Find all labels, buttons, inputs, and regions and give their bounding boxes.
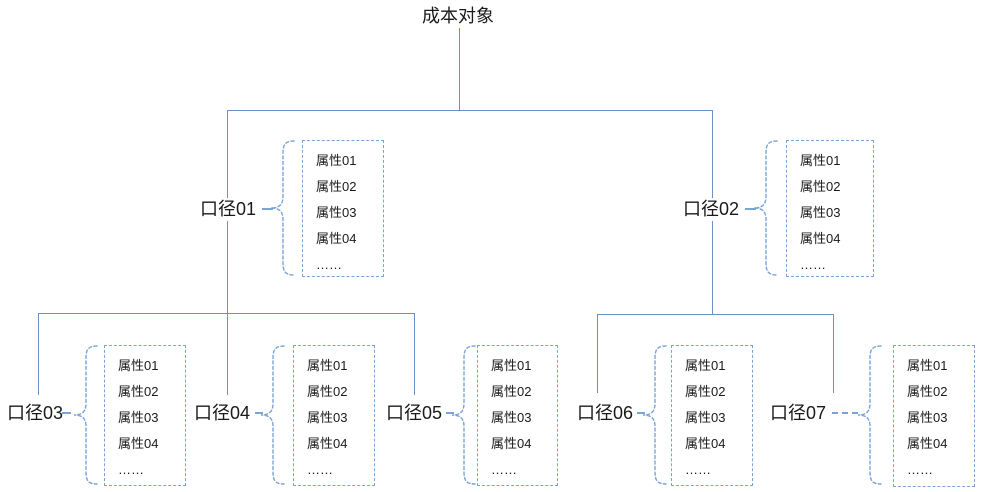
attribute-item: 属性04: [316, 231, 357, 246]
attribute-item: ……: [491, 462, 517, 477]
node-label-koujing03: 口径03: [6, 403, 64, 423]
node-label-koujing07: 口径07: [769, 403, 827, 423]
connector-koujing06-drop-line: [597, 314, 598, 393]
connector-level2-left-horizontal-line: [38, 313, 415, 314]
attribute-item: ……: [800, 257, 826, 272]
curly-brace-koujing02: [753, 140, 778, 276]
curly-brace-koujing04: [260, 345, 285, 485]
root-node-label: 成本对象: [422, 6, 494, 26]
connector-koujing03-drop-line: [38, 313, 39, 395]
connector-koujing07-drop-line: [833, 314, 834, 393]
attribute-item: 属性03: [118, 410, 159, 425]
attribute-item: 属性02: [685, 384, 726, 399]
curly-brace-koujing05: [451, 345, 476, 485]
dashed-stub-koujing04: [255, 412, 263, 414]
attribute-item: ……: [307, 462, 333, 477]
attribute-item: 属性03: [800, 205, 841, 220]
dashed-stub-koujing06: [637, 412, 645, 414]
curly-brace-koujing07: [857, 345, 882, 485]
attribute-item: 属性04: [685, 436, 726, 451]
connector-koujing01-bottom-line: [227, 221, 228, 313]
dashed-stub-koujing02: [745, 208, 756, 210]
node-label-koujing02: 口径02: [682, 199, 740, 219]
attribute-item: 属性02: [118, 384, 159, 399]
attribute-item: 属性01: [307, 358, 348, 373]
attributes-box-koujing02: 属性01 属性02 属性03 属性04 ……: [786, 140, 874, 277]
attribute-item: 属性02: [491, 384, 532, 399]
attribute-item: 属性01: [685, 358, 726, 373]
attribute-item: ……: [316, 257, 342, 272]
dashed-stub-koujing03: [62, 412, 71, 414]
connector-level2-right-horizontal-line: [597, 314, 834, 315]
attribute-item: 属性02: [800, 179, 841, 194]
attribute-item: 属性03: [907, 410, 948, 425]
node-label-koujing04: 口径04: [193, 403, 251, 423]
connector-level1-horizontal-line: [227, 110, 713, 111]
attribute-item: 属性02: [907, 384, 948, 399]
attribute-item: 属性04: [307, 436, 348, 451]
attributes-box-koujing01: 属性01 属性02 属性03 属性04 ……: [302, 140, 384, 277]
connector-koujing02-top-line: [712, 110, 713, 198]
attribute-item: 属性03: [316, 205, 357, 220]
attributes-box-koujing06: 属性01 属性02 属性03 属性04 ……: [671, 345, 753, 486]
connector-koujing04-drop-line: [227, 313, 228, 395]
attribute-item: 属性04: [800, 231, 841, 246]
attribute-item: ……: [907, 462, 933, 477]
attributes-box-koujing03: 属性01 属性02 属性03 属性04 ……: [104, 345, 186, 486]
attribute-item: ……: [118, 462, 144, 477]
curly-brace-koujing03: [73, 345, 98, 485]
node-label-koujing01: 口径01: [199, 199, 257, 219]
connector-koujing02-bottom-line: [712, 221, 713, 314]
attribute-item: 属性04: [118, 436, 159, 451]
attributes-box-koujing07: 属性01 属性02 属性03 属性04 ……: [893, 345, 975, 487]
dashed-stub-koujing05: [446, 412, 454, 414]
attribute-item: 属性04: [907, 436, 948, 451]
dashed-stub-koujing07: [832, 412, 858, 414]
attribute-item: 属性02: [307, 384, 348, 399]
attribute-item: 属性03: [307, 410, 348, 425]
attribute-item: 属性01: [491, 358, 532, 373]
attributes-box-koujing05: 属性01 属性02 属性03 属性04 ……: [477, 345, 558, 486]
attributes-box-koujing04: 属性01 属性02 属性03 属性04 ……: [293, 345, 375, 486]
attribute-item: 属性01: [316, 153, 357, 168]
node-label-koujing06: 口径06: [576, 403, 634, 423]
dashed-stub-koujing01: [262, 208, 273, 210]
attribute-item: ……: [685, 462, 711, 477]
connector-root-drop-line: [459, 28, 460, 110]
curly-brace-koujing01: [270, 140, 295, 276]
attribute-item: 属性01: [907, 358, 948, 373]
connector-koujing01-top-line: [227, 110, 228, 198]
curly-brace-koujing06: [642, 345, 667, 485]
attribute-item: 属性01: [800, 153, 841, 168]
attribute-item: 属性01: [118, 358, 159, 373]
attribute-item: 属性02: [316, 179, 357, 194]
node-label-koujing05: 口径05: [385, 403, 443, 423]
attribute-item: 属性03: [685, 410, 726, 425]
attribute-item: 属性03: [491, 410, 532, 425]
attribute-item: 属性04: [491, 436, 532, 451]
connector-koujing05-drop-line: [414, 313, 415, 395]
